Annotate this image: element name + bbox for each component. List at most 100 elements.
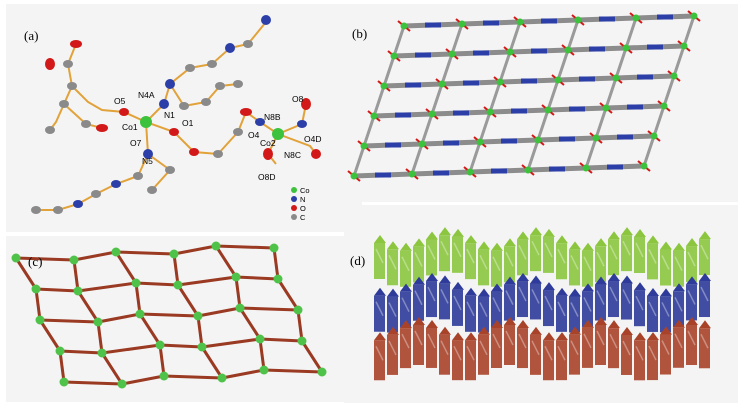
molecule-highlight: [531, 240, 540, 256]
cobalt-node: [476, 138, 484, 146]
molecule-highlight: [596, 330, 605, 346]
molecule-block: [374, 295, 385, 332]
carbon-atom: [81, 120, 91, 128]
molecule-ring: [426, 231, 438, 240]
molecule-ring: [543, 282, 555, 291]
molecule-highlight: [674, 296, 683, 312]
ligand-rod: [430, 83, 444, 115]
molecule-highlight: [544, 295, 553, 311]
cobalt-node: [670, 72, 678, 80]
ligand-rod: [594, 107, 608, 139]
molecule-highlight: [700, 286, 709, 302]
carbon-atom: [179, 102, 189, 110]
panel-a-coordination-diagram: N4A N1 O5 Co1 O1 O7 N5 N8B O8 O4 Co2 N8C…: [6, 4, 362, 232]
layer-middle: [374, 273, 711, 333]
cobalt-node: [640, 162, 648, 170]
molecule-block: [439, 334, 450, 375]
ligand-rod: [642, 135, 656, 167]
molecule-ring: [686, 276, 698, 285]
molecule-ring: [491, 242, 503, 251]
molecule-block: [439, 235, 450, 272]
cobalt-node: [516, 18, 524, 26]
net-edge: [34, 288, 42, 321]
molecule-block: [426, 239, 437, 276]
molecule-block: [413, 246, 424, 283]
molecule-highlight: [518, 245, 527, 260]
molecule-ring: [686, 317, 698, 326]
molecule-block: [491, 327, 502, 368]
molecule-highlight: [414, 290, 423, 306]
molecule-ring: [439, 227, 451, 236]
ligand-rod: [410, 143, 424, 175]
molecule-highlight: [648, 301, 657, 317]
molecule-block: [608, 281, 619, 318]
molecule-ring: [504, 276, 516, 285]
net-edge: [197, 306, 241, 318]
net-edge: [258, 338, 266, 371]
molecule-highlight: [414, 252, 423, 267]
molecule-highlight: [518, 286, 527, 302]
net-node: [317, 367, 327, 377]
net-edge: [296, 309, 304, 342]
cobalt-node: [458, 20, 466, 28]
net-edge: [15, 256, 75, 262]
molecule-highlight: [401, 256, 410, 272]
molecule-highlight: [505, 251, 514, 267]
cobalt-node: [390, 52, 398, 60]
net-edge: [63, 380, 123, 386]
molecule-ring: [686, 238, 698, 247]
molecule-block: [634, 236, 645, 273]
ligand-rod: [498, 51, 512, 83]
molecule-block: [400, 328, 411, 369]
molecule-ring: [400, 283, 412, 292]
net-node: [231, 272, 241, 282]
molecule-block: [569, 296, 580, 333]
net-edge: [114, 251, 138, 284]
legend-swatch-n: [291, 196, 297, 202]
oxygen-atom: [311, 149, 321, 159]
molecule-ring: [660, 241, 672, 250]
cobalt-node: [660, 102, 668, 110]
molecule-ring: [374, 235, 386, 243]
cobalt-node: [554, 76, 562, 84]
molecule-highlight: [635, 295, 644, 311]
atom-label-co2: Co2: [260, 138, 276, 148]
cobalt-node: [564, 46, 572, 54]
molecule-ring: [387, 326, 399, 335]
atom-label-o4: O4: [248, 130, 260, 140]
layer-bottom: [374, 317, 711, 381]
molecule-ring: [452, 281, 464, 290]
molecule-highlight: [557, 248, 566, 264]
molecule-block: [621, 334, 632, 375]
molecule-highlight: [479, 302, 488, 317]
molecule-block: [374, 243, 385, 279]
molecule-ring: [647, 287, 659, 296]
molecule-highlight: [596, 251, 605, 267]
molecule-block: [686, 246, 697, 283]
net-node: [173, 280, 183, 290]
oxygen-atom: [45, 58, 55, 70]
molecule-highlight: [570, 302, 579, 317]
carbon-atom: [185, 64, 195, 72]
molecule-ring: [673, 319, 685, 328]
molecule-block: [595, 246, 606, 283]
net-edge: [259, 337, 303, 343]
molecule-highlight: [544, 345, 553, 361]
nitrogen-atom: [261, 15, 271, 25]
net-edge: [238, 307, 262, 340]
molecule-ring: [452, 332, 464, 341]
net-edge: [235, 275, 279, 281]
molecule-highlight: [687, 330, 696, 346]
molecule-ring: [582, 242, 594, 251]
ligand-rod: [604, 77, 618, 109]
ligand-rod: [488, 81, 502, 113]
net-edge: [173, 244, 217, 256]
carbon-atom: [91, 190, 101, 198]
atom-label-n5: N5: [142, 156, 153, 166]
net-node: [217, 373, 227, 383]
net-edge: [176, 284, 200, 317]
molecule-ring: [582, 319, 594, 328]
net-node: [93, 317, 103, 327]
carbon-atom: [207, 60, 217, 68]
molecule-highlight: [674, 333, 683, 349]
